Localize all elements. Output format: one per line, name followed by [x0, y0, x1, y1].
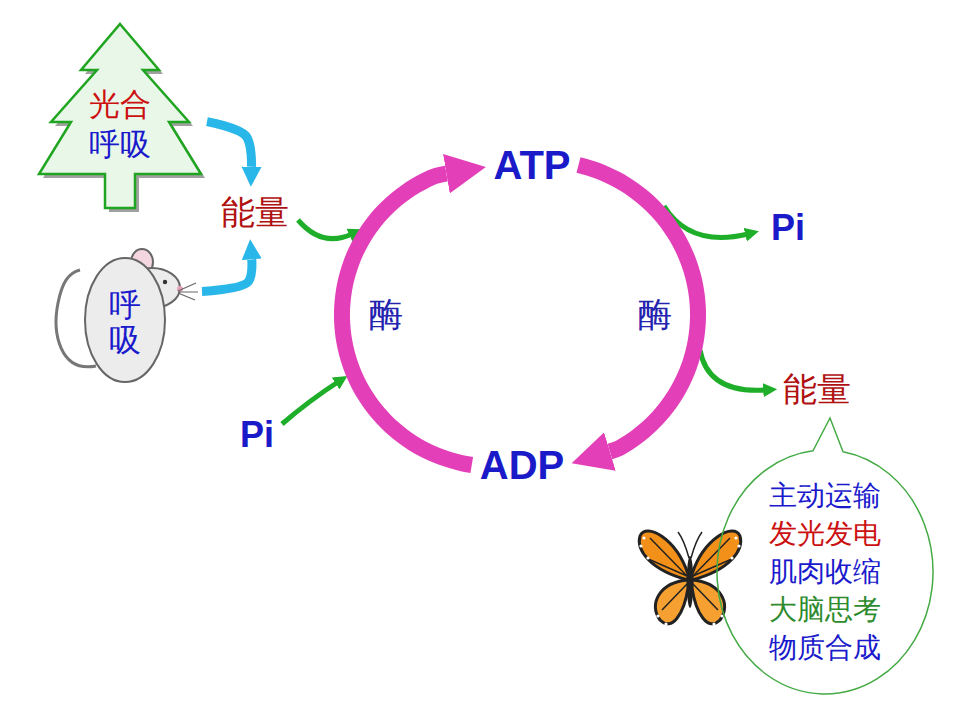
bubble-outline	[717, 418, 933, 694]
enzyme-label: 酶	[638, 295, 672, 334]
mouse-whiskers	[178, 283, 198, 300]
butterfly-spots	[639, 536, 740, 625]
node-text: 大脑思考	[717, 591, 933, 629]
butterfly-antenna	[678, 532, 702, 558]
hydrolysis-arc-arrow	[579, 165, 698, 452]
speech-bubble: 主动运输发光发电肌肉收缩大脑思考物质合成	[717, 448, 933, 694]
atp-label: ATP	[489, 138, 574, 192]
node-text: 发光发电	[717, 515, 933, 553]
node-text: 肌肉收缩	[717, 553, 933, 591]
enzyme-label: 酶	[369, 295, 403, 334]
butterfly-wing	[655, 580, 688, 624]
energy-output-arrow	[700, 350, 766, 390]
text-group: 主动运输发光发电肌肉收缩大脑思考物质合成	[717, 477, 933, 667]
node-text: 光合	[35, 84, 205, 124]
tree-illustration: 光合呼吸	[35, 22, 205, 210]
mouse-body	[85, 258, 165, 382]
butterfly-vein	[646, 538, 734, 610]
node-text: 呼吸	[109, 288, 141, 358]
synthesis-arc-arrow	[342, 174, 472, 465]
node-text: ATP	[493, 142, 570, 188]
node-text: 物质合成	[717, 629, 933, 667]
energy-source-arrow	[207, 122, 252, 167]
energy-label: 能量	[217, 189, 293, 236]
text-group: 呼吸	[50, 288, 200, 358]
phosphate-label: Pi	[771, 207, 805, 248]
energy-input-arrow	[298, 220, 352, 239]
energy-source-arrow	[202, 259, 252, 291]
phosphate-label: Pi	[240, 414, 274, 455]
node-text: 能量	[221, 193, 289, 232]
node-text: 呼吸	[35, 124, 205, 164]
mouse-illustration: 呼吸	[50, 248, 200, 388]
mouse-eye	[163, 280, 167, 284]
phosphate-input-arrow	[282, 382, 338, 424]
node-text: ADP	[480, 442, 564, 488]
text-group: 光合呼吸	[35, 84, 205, 164]
butterfly	[639, 531, 740, 626]
butterfly-body	[687, 556, 693, 608]
node-text: 主动运输	[717, 477, 933, 515]
adp-label: ADP	[476, 438, 568, 492]
energy-label: 能量	[783, 370, 851, 409]
